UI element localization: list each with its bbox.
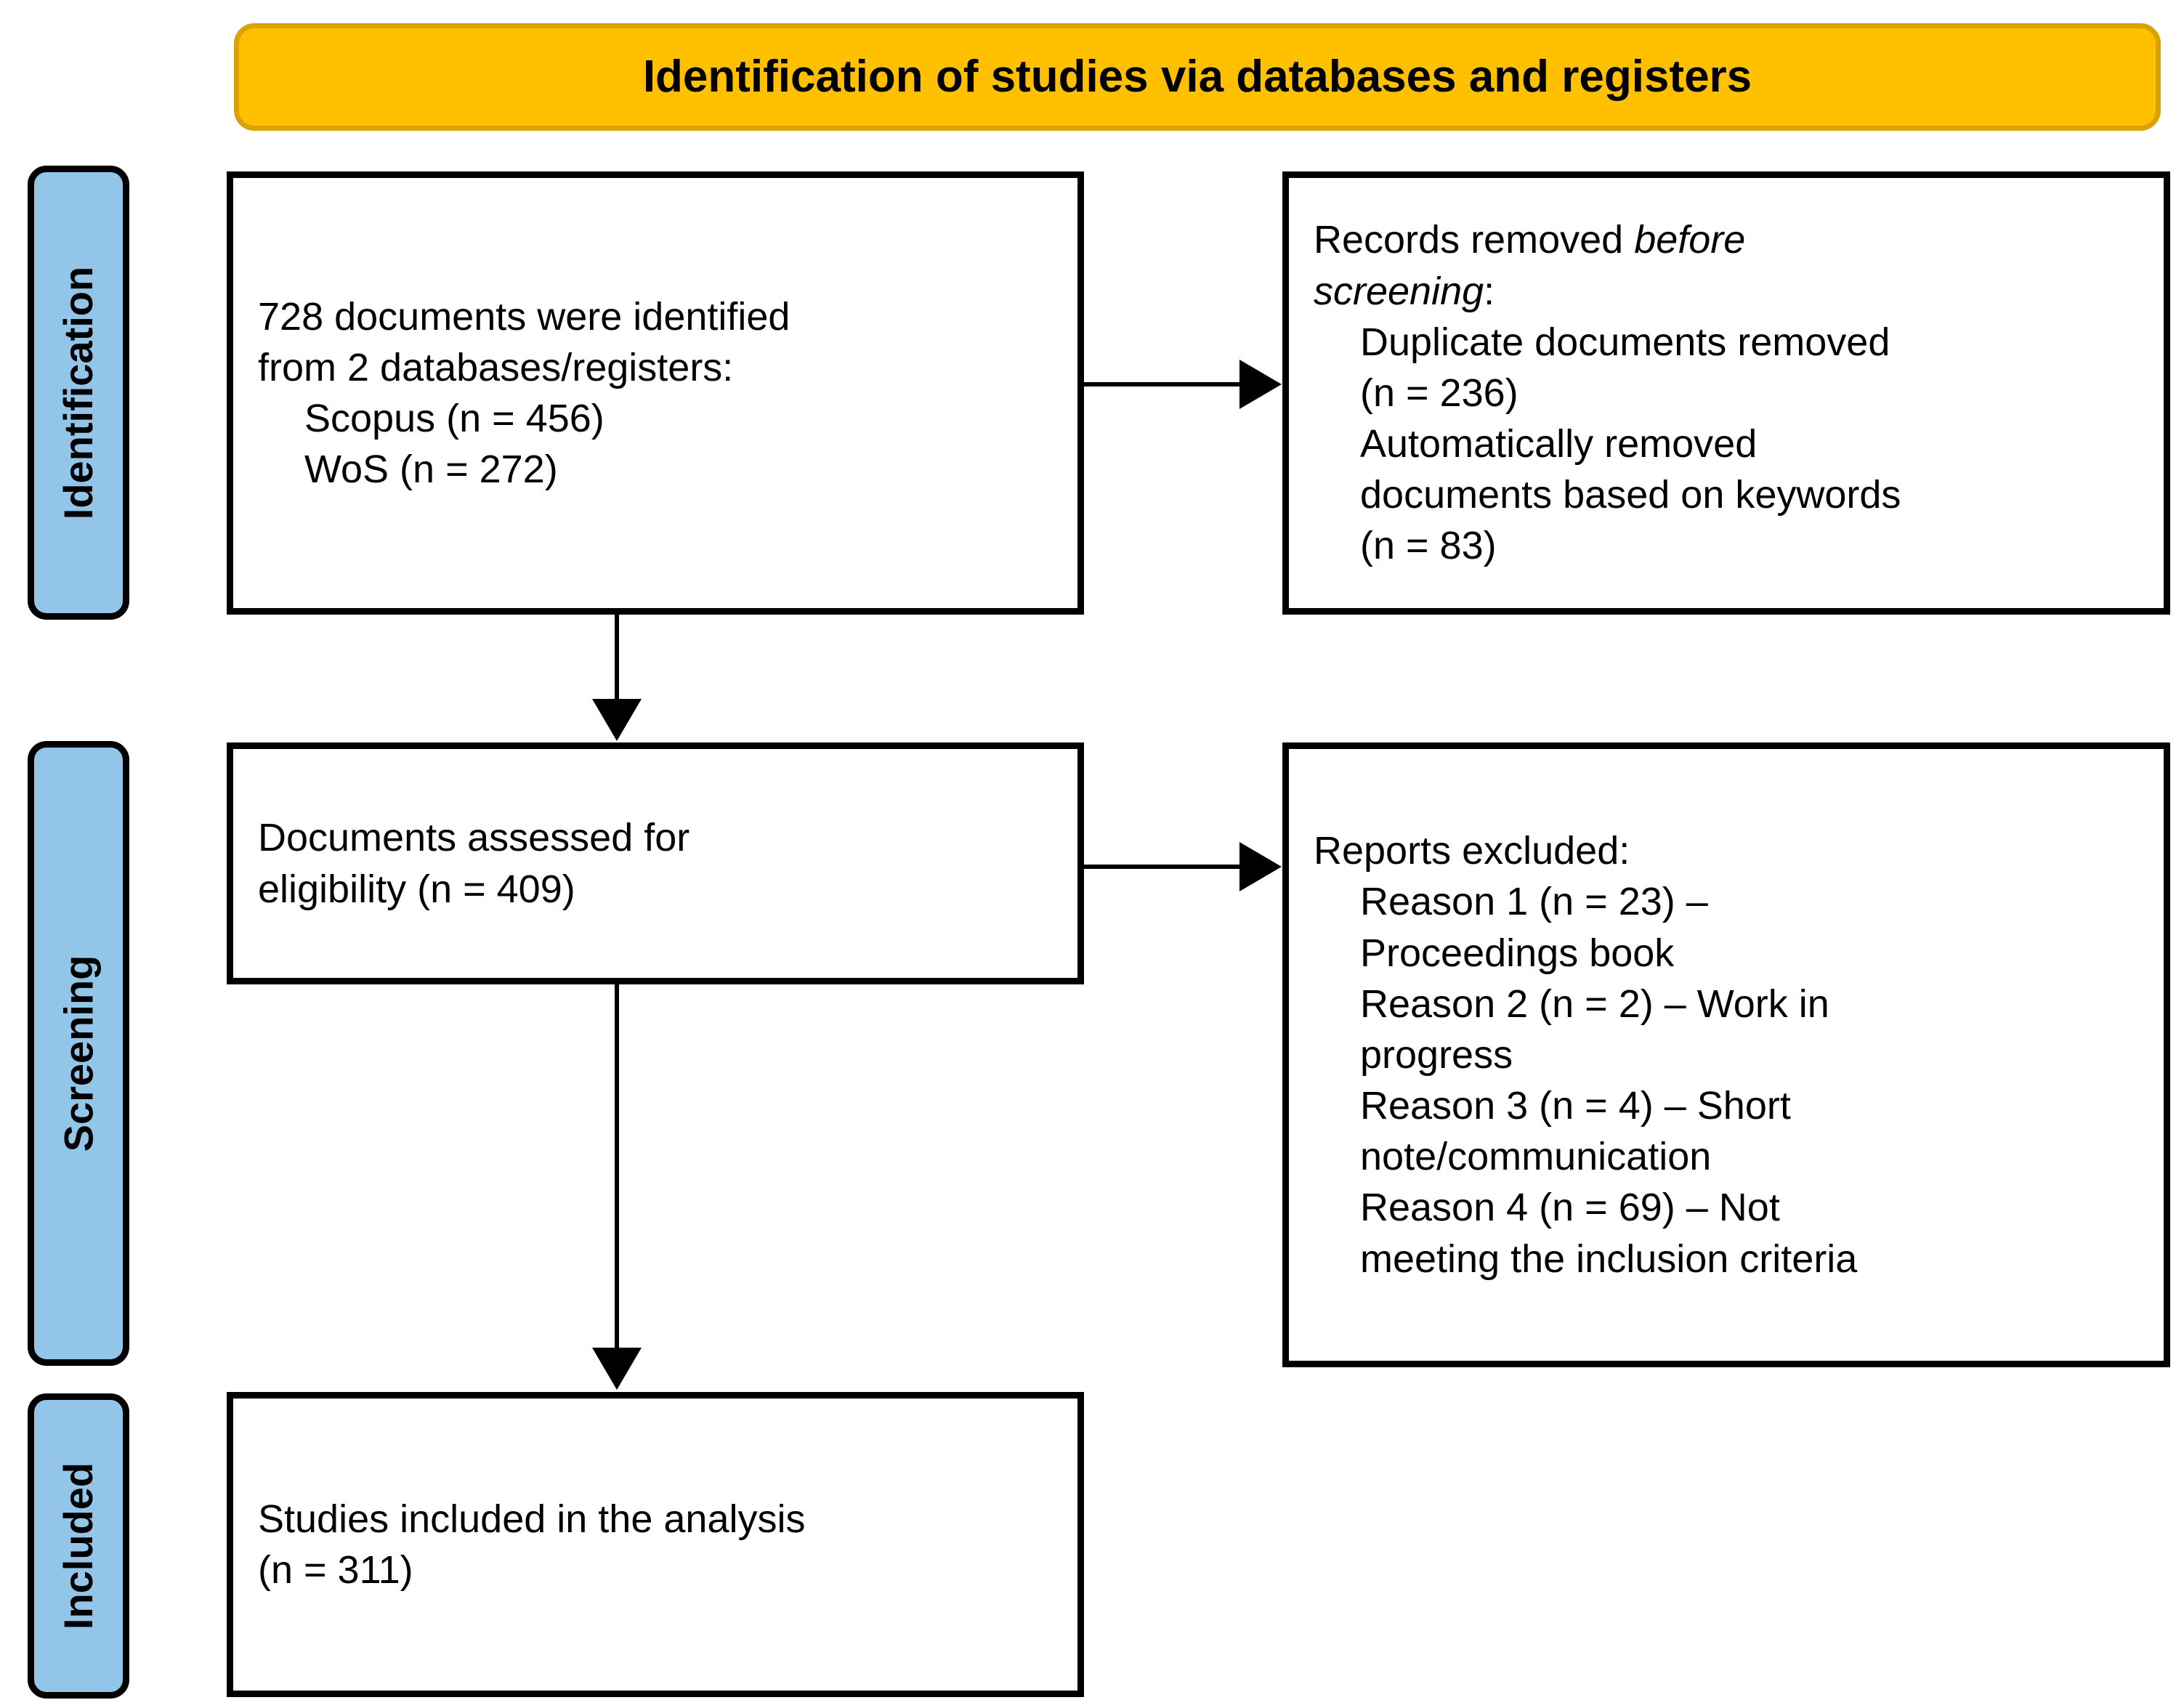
excluded-line-8: Reason 4 (n = 69) – Not — [1360, 1186, 1780, 1230]
excluded-line-2: Reason 1 (n = 23) – — [1360, 880, 1708, 924]
box-records-removed: Records removed before screening: Duplic… — [1282, 171, 2170, 615]
removed-line-3: Duplicate documents removed — [1360, 320, 1890, 364]
eligibility-line-1: Documents assessed for — [258, 816, 690, 860]
arrow-right-icon — [1239, 842, 1282, 891]
phase-label-screening-text: Screening — [55, 955, 102, 1152]
connector-line — [615, 615, 619, 703]
box-documents-identified: 728 documents were identified from 2 dat… — [227, 171, 1084, 615]
arrow-down-icon — [592, 1348, 642, 1390]
box-documents-identified-text: 728 documents were identified from 2 dat… — [233, 291, 1077, 495]
box-documents-assessed-eligibility: Documents assessed for eligibility (n = … — [227, 742, 1084, 984]
phase-label-included-text: Included — [55, 1462, 102, 1630]
removed-line-6: documents based on keywords — [1360, 473, 1901, 517]
removed-line-4: (n = 236) — [1360, 371, 1518, 415]
removed-line-2-colon: : — [1484, 269, 1495, 313]
removed-line-7: (n = 83) — [1360, 524, 1497, 568]
connector-line — [1084, 865, 1242, 869]
box-documents-assessed-eligibility-text: Documents assessed for eligibility (n = … — [233, 812, 1077, 914]
identified-line-3: Scopus (n = 456) — [304, 397, 604, 440]
removed-line-1-prefix: Records removed — [1314, 218, 1635, 262]
excluded-line-7: note/communication — [1360, 1135, 1712, 1179]
box-records-removed-text: Records removed before screening: Duplic… — [1289, 214, 2164, 571]
excluded-line-3: Proceedings book — [1360, 931, 1675, 975]
phase-label-identification: Identification — [28, 166, 129, 620]
removed-line-1: Records removed before — [1314, 214, 2139, 265]
box-reports-excluded-text: Reports excluded: Reason 1 (n = 23) – Pr… — [1289, 825, 2164, 1284]
phase-label-screening: Screening — [28, 741, 129, 1366]
arrow-down-icon — [592, 699, 642, 741]
arrow-right-icon — [1239, 360, 1282, 409]
included-line-1: Studies included in the analysis — [258, 1497, 806, 1541]
phase-label-identification-text: Identification — [55, 266, 102, 519]
removed-line-5: Automatically removed — [1360, 422, 1758, 466]
excluded-line-6: Reason 3 (n = 4) – Short — [1360, 1084, 1791, 1128]
removed-line-1-emphasis: before — [1634, 218, 1746, 262]
box-reports-excluded: Reports excluded: Reason 1 (n = 23) – Pr… — [1282, 742, 2170, 1367]
identified-line-1: 728 documents were identified — [258, 294, 790, 339]
phase-label-included: Included — [28, 1393, 129, 1699]
box-studies-included-text: Studies included in the analysis (n = 31… — [233, 1494, 1077, 1595]
removed-line-2-emphasis: screening — [1314, 269, 1484, 313]
connector-line — [1084, 382, 1242, 386]
excluded-line-4: Reason 2 (n = 2) – Work in — [1360, 981, 1829, 1026]
identified-line-4: WoS (n = 272) — [304, 448, 558, 492]
excluded-line-1: Reports excluded: — [1314, 829, 1630, 873]
diagram-header-banner: Identification of studies via databases … — [234, 23, 2161, 131]
connector-line — [615, 984, 619, 1352]
excluded-line-9: meeting the inclusion criteria — [1360, 1236, 1858, 1281]
box-studies-included: Studies included in the analysis (n = 31… — [227, 1392, 1084, 1697]
included-line-2: (n = 311) — [258, 1548, 413, 1592]
removed-line-2: screening: — [1314, 266, 2139, 317]
excluded-line-5: progress — [1360, 1032, 1513, 1077]
page-title: Identification of studies via databases … — [642, 51, 1752, 102]
identified-line-2: from 2 databases/registers: — [258, 345, 734, 389]
eligibility-line-2: eligibility (n = 409) — [258, 867, 575, 911]
